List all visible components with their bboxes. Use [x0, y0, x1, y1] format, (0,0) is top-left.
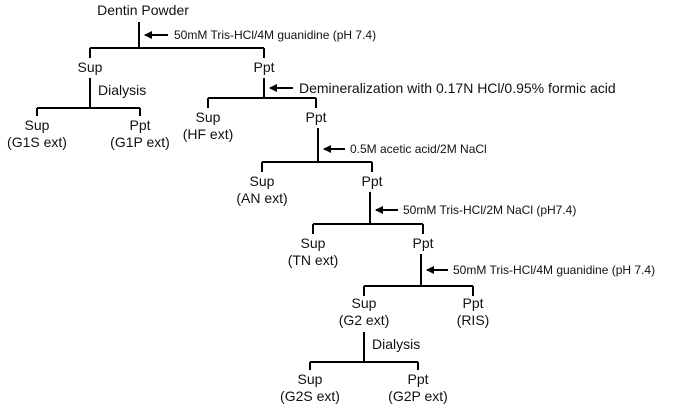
g1p-ppt: Ppt [129, 117, 150, 133]
step4-label: 50mM Tris-HCl/2M NaCl (pH7.4) [403, 203, 576, 217]
tn-ext: (TN ext) [288, 252, 339, 268]
g1s-sup: Sup [25, 117, 50, 133]
hf-ext: (HF ext) [183, 126, 234, 142]
g2s-ext: (G2S ext) [280, 388, 340, 404]
g2s-sup: Sup [298, 371, 323, 387]
dialysis-2-label: Dialysis [372, 336, 420, 352]
g2-sup: Sup [352, 295, 377, 311]
g2-ext: (G2 ext) [339, 312, 390, 328]
hf-sup: Sup [196, 109, 221, 125]
ris-ext: (RIS) [457, 312, 490, 328]
g2p-ext: (G2P ext) [388, 388, 448, 404]
g2p-ppt: Ppt [407, 371, 428, 387]
an-ext: (AN ext) [236, 190, 287, 206]
n1-sup: Sup [78, 59, 103, 75]
n4-ppt: Ppt [412, 235, 433, 251]
step1-label: 50mM Tris-HCl/4M guanidine (pH 7.4) [174, 28, 376, 42]
dialysis-1-label: Dialysis [98, 82, 146, 98]
step2-label: Demineralization with 0.17N HCl/0.95% fo… [299, 80, 616, 96]
step5-label: 50mM Tris-HCl/4M guanidine (pH 7.4) [453, 263, 655, 277]
tn-sup: Sup [301, 235, 326, 251]
root-label: Dentin Powder [97, 2, 189, 18]
n2-ppt: Ppt [305, 109, 326, 125]
n1-ppt: Ppt [253, 59, 274, 75]
n3-ppt: Ppt [361, 173, 382, 189]
g1p-ext: (G1P ext) [110, 134, 170, 150]
step3-label: 0.5M acetic acid/2M NaCl [350, 142, 487, 156]
ris-ppt: Ppt [462, 295, 483, 311]
g1s-ext: (G1S ext) [7, 134, 67, 150]
an-sup: Sup [250, 173, 275, 189]
